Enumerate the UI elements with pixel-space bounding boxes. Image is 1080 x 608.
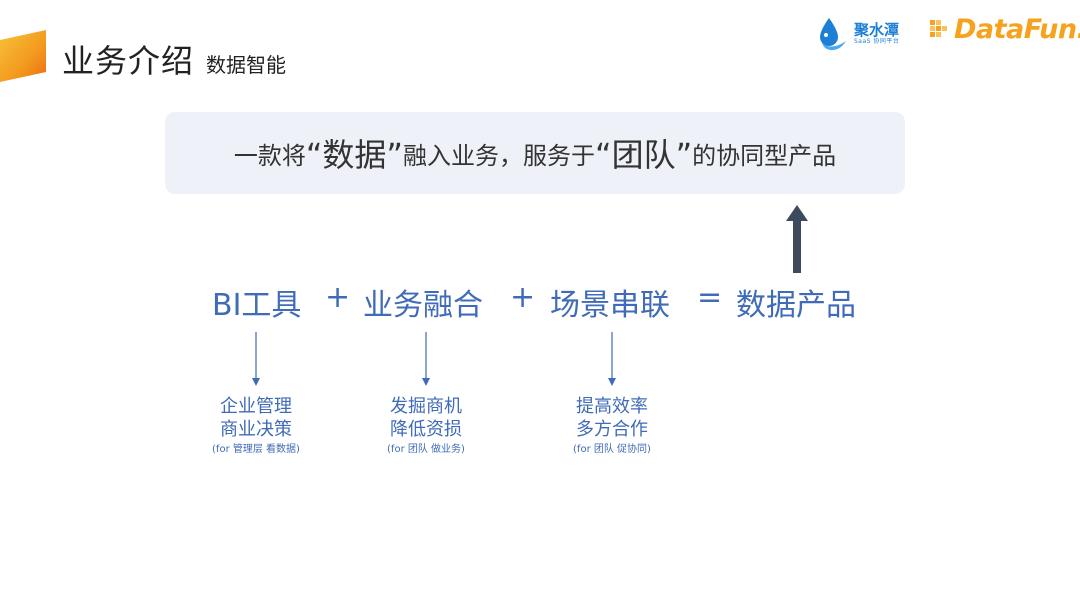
arrow-down-icon [422, 332, 430, 386]
slogan-part1: 一款将 [233, 141, 306, 170]
equation-term-scenario-link: 场景串联 [550, 288, 670, 323]
equation-row: BI工具 + 业务融合 + 场景串联 = 数据产品 [0, 280, 1080, 324]
description-line: 提高效率 [576, 396, 648, 417]
description-note: (for 团队 做业务) [387, 444, 465, 455]
arrow-up-icon [786, 205, 808, 273]
arrow-down-icon [608, 332, 616, 386]
jushuitan-logo: 聚水潭 SaaS 协同平台 [816, 16, 899, 52]
equation-equals: = [697, 280, 723, 315]
water-drop-icon [820, 18, 846, 51]
slogan-box: 一款将 “数据” 融入业务，服务于 “团队” 的协同型产品 [165, 112, 905, 194]
title-accent-bar [0, 30, 46, 82]
equation-term-business-fusion: 业务融合 [363, 288, 483, 323]
datafun-name: DataFun. [954, 14, 1080, 45]
jushuitan-name: 聚水潭 [854, 21, 900, 39]
page-header: 业务介绍 数据智能 [62, 36, 286, 82]
page-title: 业务介绍 [62, 42, 195, 80]
arrow-down-icon [252, 332, 260, 386]
slogan-part2: 融入业务，服务于 [403, 141, 595, 170]
pixel-dots-icon [930, 19, 947, 37]
page-subtitle: 数据智能 [206, 53, 287, 77]
equation-plus-2: + [510, 280, 536, 315]
slogan-keyword-data: “数据” [305, 136, 403, 174]
description-bi-tool: 企业管理 商业决策 (for 管理层 看数据) [176, 395, 336, 459]
equation-term-bi-tool: BI工具 [212, 288, 302, 323]
description-note: (for 管理层 看数据) [212, 444, 300, 455]
description-line: 商业决策 [220, 419, 292, 440]
description-scenario-link: 提高效率 多方合作 (for 团队 促协同) [532, 395, 692, 459]
datafun-logo: DataFun. [930, 14, 1080, 45]
description-line: 多方合作 [576, 419, 648, 440]
description-line: 发掘商机 [390, 396, 462, 417]
description-line: 降低资损 [390, 419, 462, 440]
slogan-keyword-team: “团队” [595, 136, 693, 174]
jushuitan-tagline: SaaS 协同平台 [854, 38, 900, 45]
description-note: (for 团队 促协同) [573, 444, 651, 455]
description-business-fusion: 发掘商机 降低资损 (for 团队 做业务) [346, 395, 506, 459]
equation-result-data-product: 数据产品 [736, 288, 856, 323]
description-line: 企业管理 [220, 396, 292, 417]
equation-plus-1: + [325, 280, 351, 315]
slogan-part3: 的协同型产品 [692, 141, 837, 170]
